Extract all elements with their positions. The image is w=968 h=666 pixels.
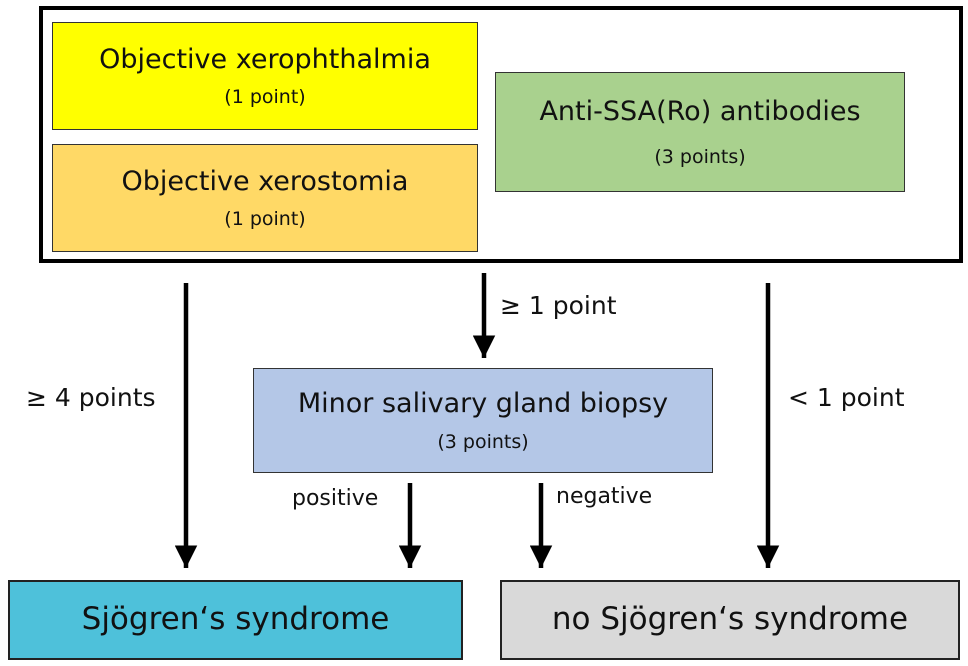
biopsy-points: (3 points) xyxy=(437,430,529,453)
xerophthalmia-points: (1 point) xyxy=(224,86,306,109)
biopsy-title: Minor salivary gland biopsy xyxy=(297,388,669,420)
sjogren-outcome-node: Sjögren‘s syndrome xyxy=(8,580,463,660)
edge-label-low-score: < 1 point xyxy=(788,383,905,412)
antibodies-title: Anti-SSA(Ro) antibodies xyxy=(539,95,861,127)
antibodies-points: (3 points) xyxy=(654,146,746,169)
sjogren-outcome-label: Sjögren‘s syndrome xyxy=(81,601,390,638)
xerostomia-points: (1 point) xyxy=(224,208,306,231)
antibodies-node: Anti-SSA(Ro) antibodies (3 points) xyxy=(495,72,905,192)
xerophthalmia-node: Objective xerophthalmia (1 point) xyxy=(52,22,478,130)
xerophthalmia-title: Objective xerophthalmia xyxy=(99,43,431,75)
no-sjogren-outcome-label: no Sjögren‘s syndrome xyxy=(551,601,909,638)
xerostomia-title: Objective xerostomia xyxy=(121,165,409,197)
biopsy-node: Minor salivary gland biopsy (3 points) xyxy=(253,368,713,473)
edge-label-high-score: ≥ 4 points xyxy=(26,383,156,412)
edge-label-positive: positive xyxy=(292,486,379,511)
edge-label-mid-score: ≥ 1 point xyxy=(500,291,617,320)
edge-label-negative: negative xyxy=(556,484,653,509)
no-sjogren-outcome-node: no Sjögren‘s syndrome xyxy=(500,580,960,660)
xerostomia-node: Objective xerostomia (1 point) xyxy=(52,144,478,252)
